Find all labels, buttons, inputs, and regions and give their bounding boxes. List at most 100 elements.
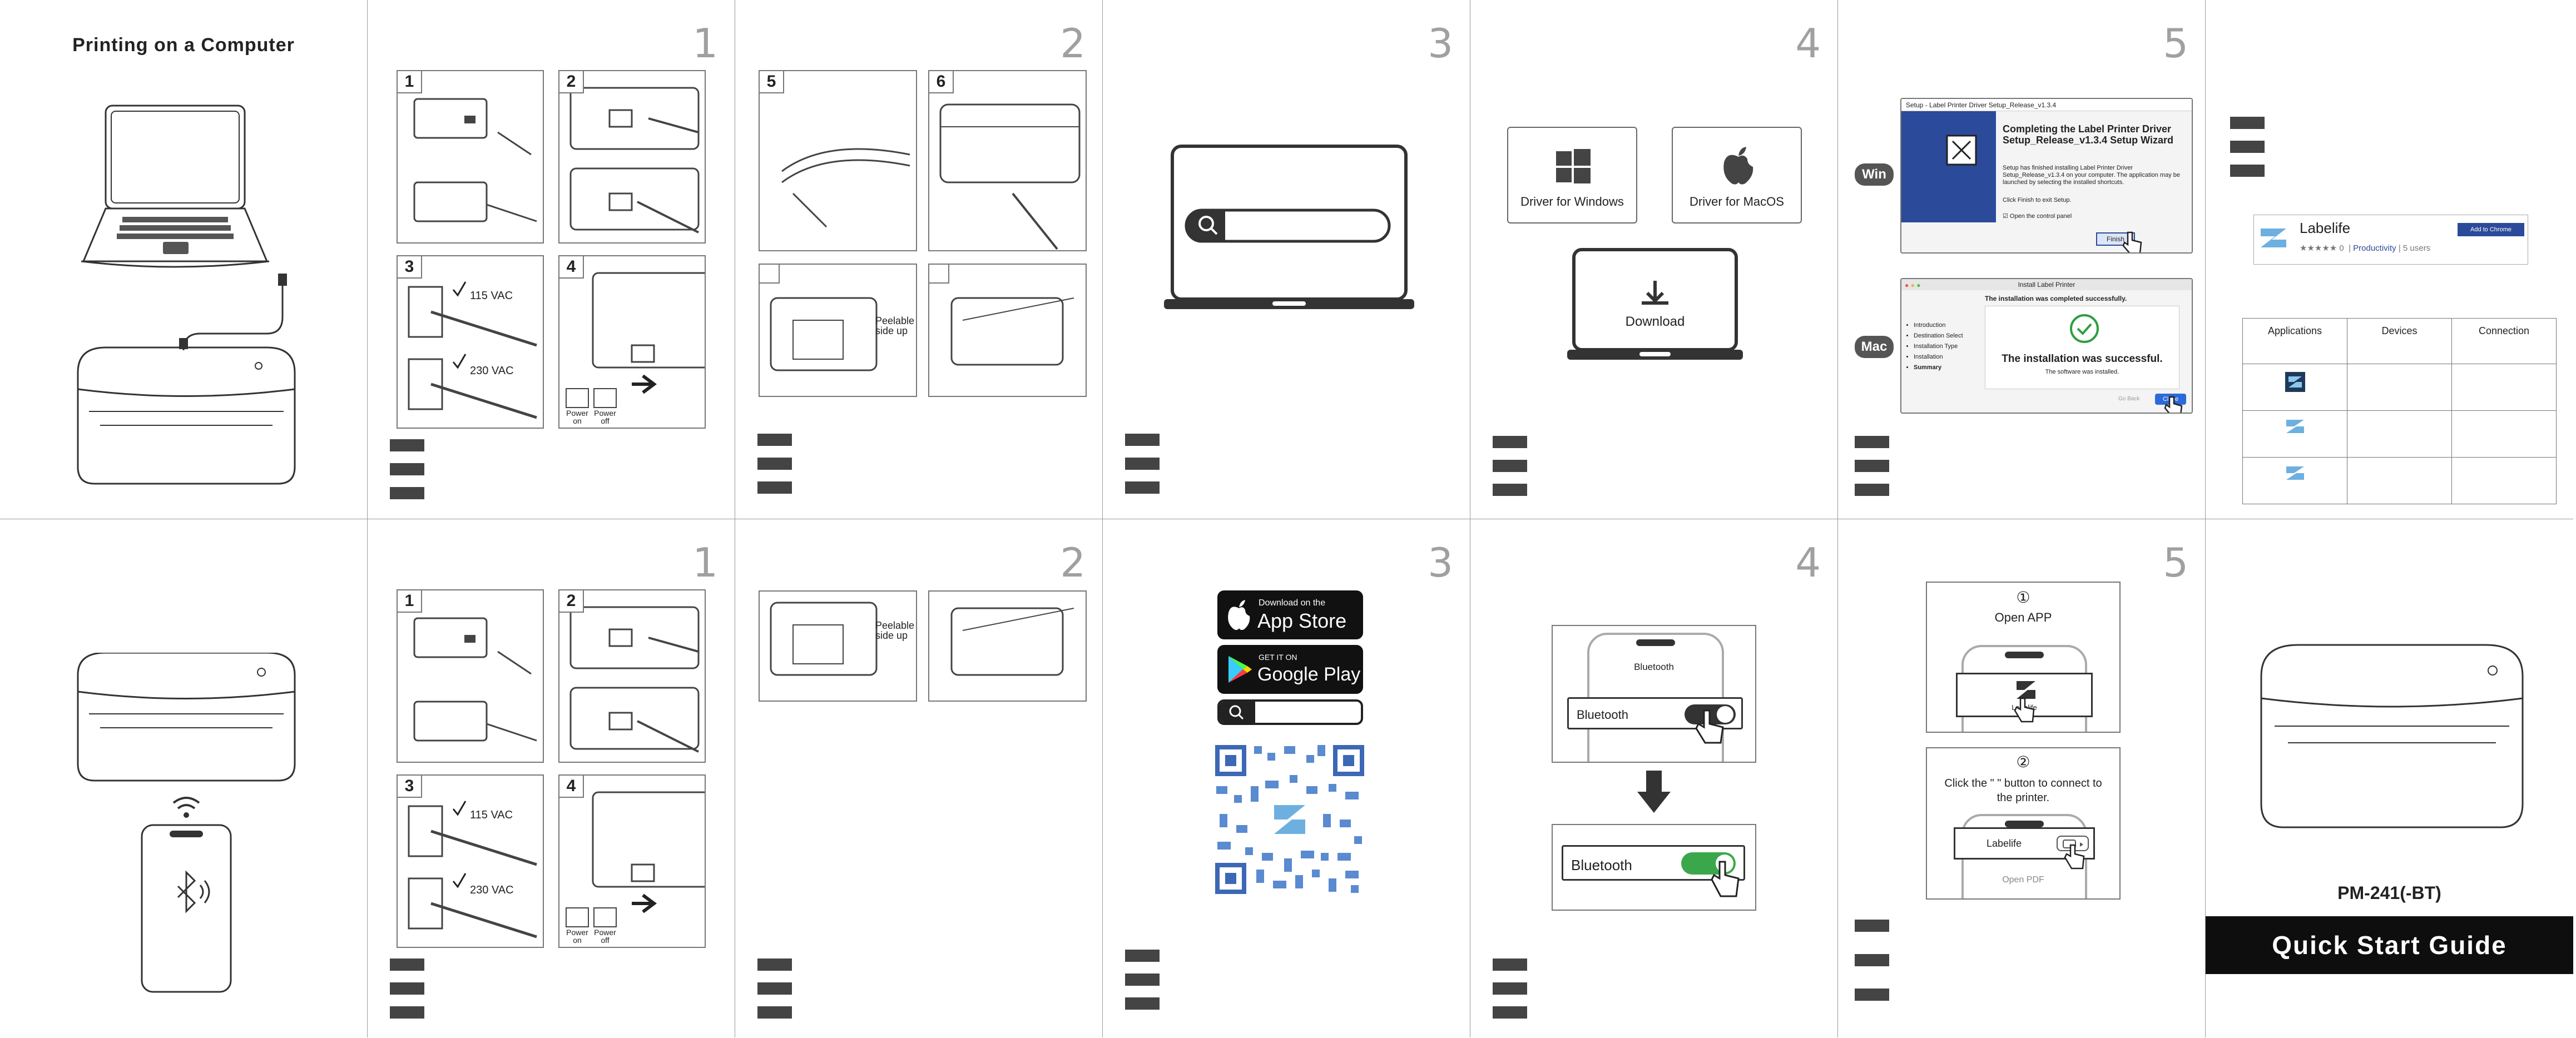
bluetooth-label: Bluetooth [1577,708,1628,722]
dialog-content: The installation was successful. The sof… [1985,306,2179,389]
windows-driver-card[interactable]: Driver for Windows [1507,127,1637,224]
install-step-list: Introduction Destination Select Installa… [1914,320,1963,373]
go-back-button[interactable]: Go Back [2118,396,2140,402]
google-play-text: Google Play [1257,664,1361,685]
dialog-heading: Completing the Label Printer Driver Setu… [2003,123,2173,146]
printer-close-icon [950,297,1074,366]
pointer-hand-icon [1711,861,1740,897]
panel-bluetooth-intro [0,519,368,1037]
install-step: Installation [1914,352,1963,362]
step-tag: 1 [398,590,422,613]
dialog-title: Setup - Label Printer Driver Setup_Relea… [1901,99,2192,111]
voltage-115-label: 115 VAC [470,809,513,821]
dialog-body: Setup has finished installing Label Prin… [2003,165,2180,186]
voltage-230-label: 230 VAC [470,365,514,377]
search-icon [1229,705,1244,720]
panel-step3-app-download: 3 Download on the App Store GET IT ON Go… [1103,519,1470,1037]
power-off-label: Power off [594,928,616,945]
panel-step5-connect: 5 ① Open APP Labelife ② Click the " " bu… [1838,519,2206,1037]
step-number: 3 [1428,20,1453,67]
bluetooth-toggle-on[interactable] [1681,852,1736,875]
table-header: Connection [2451,318,2557,364]
app-store-badge[interactable]: Download on the App Store [1217,590,1363,639]
step-number: 2 [1060,539,1086,586]
download-label: Download [1625,314,1685,329]
label-roll-icon [781,148,910,228]
step-tag: 5 [760,71,784,93]
label-insert-icon [770,602,878,676]
table-row [2242,410,2557,458]
mac-driver-label: Driver for MacOS [1690,195,1784,208]
step-tag: 4 [559,256,584,279]
pointer-hand-icon [1695,709,1724,744]
app-category: Productivity [2353,244,2396,253]
laptop-download-icon [1567,248,1743,360]
bar-markers [1125,950,1160,1021]
power-switch-icon [566,791,705,927]
voltage-115-label: 115 VAC [470,290,513,302]
installed-message: The software was installed. [2045,369,2119,375]
power-step-box-2: 2 [558,70,706,244]
power-step-box-3: 3 115 VAC 230 VAC [397,774,544,948]
paper-step-box-6: 6 [928,70,1087,251]
plug-icon [408,281,537,419]
panel-intro: Printing on a Computer [0,0,368,519]
bar-markers [1493,958,1527,1030]
panel-step5-install: 5 Win Setup - Label Printer Driver Setup… [1838,0,2206,519]
windows-driver-label: Driver for Windows [1520,195,1624,208]
mac-driver-card[interactable]: Driver for MacOS [1672,127,1802,224]
app-search-bar[interactable] [1217,699,1363,725]
labelife-logo-icon [2261,229,2286,247]
panel-cover: PM-241(-BT) Quick Start Guide [2206,519,2573,1037]
search-button[interactable] [1220,702,1255,723]
power-switch-icon [566,272,705,408]
printer-port-icon [569,606,700,753]
paper-step-box-7: Peelable side up [759,264,917,397]
step-tag-blank [760,265,780,284]
panel-step4-driver: 4 Driver for Windows Driver for MacOS Do… [1470,0,1838,519]
add-to-chrome-button[interactable]: Add to Chrome [2458,223,2524,236]
power-step-box-3: 3 115 VAC 230 VAC [397,255,544,429]
adapter-icon [413,617,537,742]
printer-connect-icon [2063,840,2083,848]
power-step-box-1: 1 [397,70,544,244]
power-on-label: Power on [566,409,588,425]
step-number: 4 [1795,539,1821,586]
table-row [2242,364,2557,411]
peelable-label: Peelable side up [875,315,915,336]
dialog-exit-note: Click Finish to exit Setup. [2003,197,2072,203]
app-store-small-text: Download on the [1259,598,1326,608]
panel-step4-bluetooth: 4 Bluetooth Bluetooth Bluetooth [1470,519,1838,1037]
app-name: Labelife [2300,220,2351,236]
panel-step2-paper: 2 5 6 Peelable side up [735,0,1103,519]
panel-app-listing: Labelife ★★★★★ 0 | Productivity | 5 user… [2206,0,2573,519]
step-number: 1 [692,20,718,67]
peelable-label: Peelable side up [875,620,915,641]
voltage-230-label: 230 VAC [470,884,514,896]
panel-title: Printing on a Computer [72,34,295,56]
bar-markers [2230,117,2265,188]
apple-icon [1723,147,1753,185]
open-control-panel-checkbox[interactable]: ☑ Open the control panel [2003,213,2072,220]
install-step: Destination Select [1914,331,1963,341]
step-number: 1 [692,539,718,586]
windows-icon [1556,149,1591,183]
pointer-hand-icon [2064,844,2085,870]
step-tag: 4 [559,776,584,798]
labelife-dark-icon [2285,372,2305,392]
bluetooth-off-box: Bluetooth Bluetooth [1552,625,1756,763]
panel-step2-paper-bt: 2 Peelable side up [735,519,1103,1037]
printer-close-icon [950,607,1074,676]
app-users: 5 users [2402,244,2431,253]
app-meta: ★★★★★ 0 | Productivity | 5 users [2300,244,2431,253]
step-number: 5 [2163,539,2188,586]
step-tag: 1 [398,71,422,93]
paper-step-box-8 [928,264,1087,397]
checkbox-label: Open the control panel [2009,213,2072,220]
google-play-small-text: GET IT ON [1259,653,1297,662]
install-step: Installation Type [1914,341,1963,352]
setup-box-icon [1946,135,1977,166]
bar-markers [757,434,792,505]
google-play-badge[interactable]: GET IT ON Google Play [1217,645,1363,694]
step-number: 3 [1428,539,1453,586]
